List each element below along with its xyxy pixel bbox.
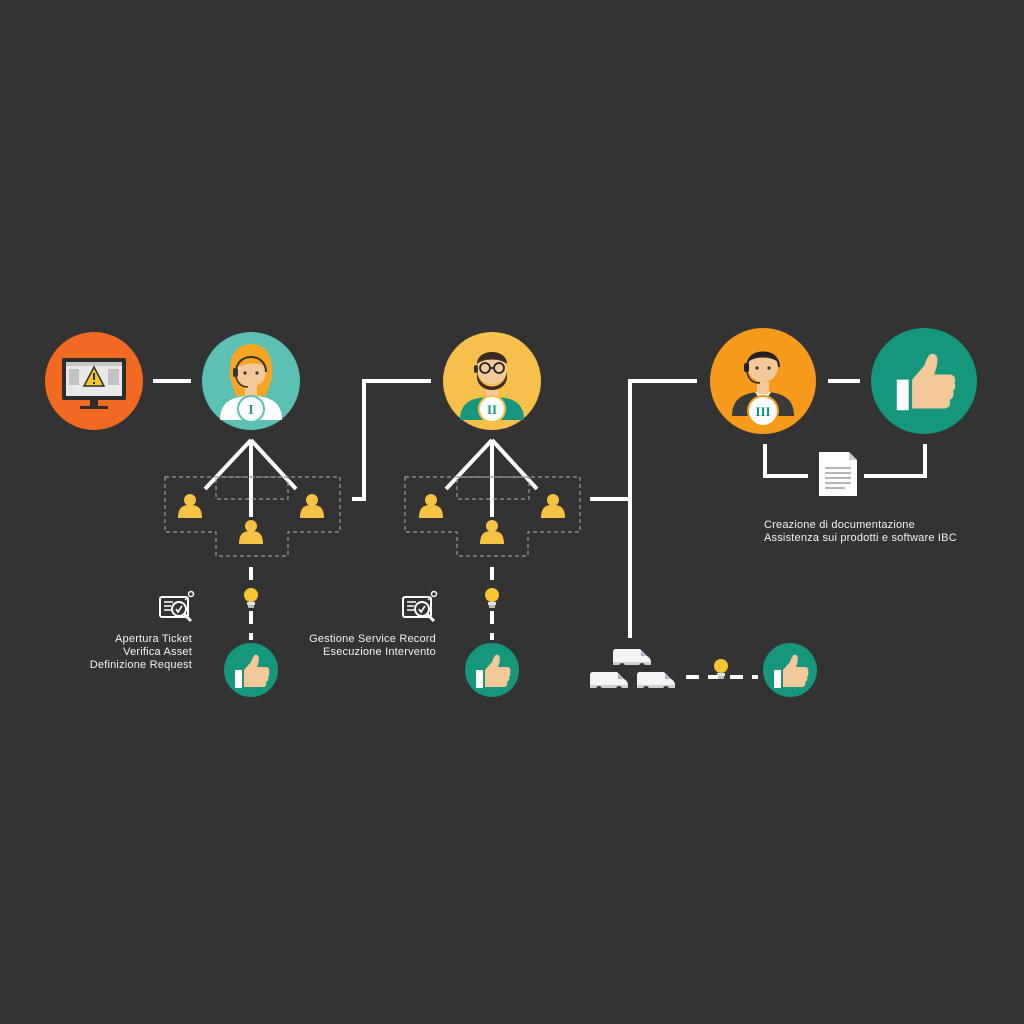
level-1-caption: Apertura Ticket Verifica Asset Definizio… (90, 633, 192, 672)
field-service-vans (590, 649, 675, 692)
level-badge (478, 395, 506, 423)
user-icon (480, 520, 504, 544)
level-badge (237, 395, 265, 423)
van-icon (590, 672, 628, 692)
resolution-node (871, 328, 977, 434)
monitor-warning-icon (62, 358, 126, 409)
monitor-node (45, 332, 143, 430)
lightbulb-icon (485, 588, 499, 608)
magnifier-report-icon (401, 590, 438, 623)
level-3-caption: Creazione di documentazione Assistenza s… (764, 519, 957, 545)
headset-agent-icon (460, 352, 524, 420)
caption-line: Gestione Service Record (309, 633, 436, 645)
team-group-outlines (164, 476, 581, 557)
caption-line: Esecuzione Intervento (322, 646, 436, 658)
level-badge-label: III (755, 404, 770, 419)
van-icon (613, 649, 651, 669)
level-badge-label: I (248, 403, 253, 418)
connector-lines (153, 379, 927, 638)
van-icon (637, 672, 675, 692)
magnifier-report-icon (158, 590, 195, 623)
caption-line: Creazione di documentazione (764, 519, 915, 531)
user-icon (300, 494, 324, 518)
level-3-agent-node: III (710, 328, 816, 434)
caption-line: Apertura Ticket (115, 633, 192, 645)
document-icon (819, 452, 857, 496)
caption-line: Definizione Request (89, 659, 192, 671)
user-icon (178, 494, 202, 518)
level-1-success (224, 643, 278, 697)
level-1-agent-node: I (202, 332, 300, 430)
user-icon (419, 494, 443, 518)
caption-line: Assistenza sui prodotti e software IBC (764, 532, 957, 544)
dashed-links (249, 567, 758, 679)
caption-line: Verifica Asset (123, 646, 192, 658)
level-2-success (465, 643, 519, 697)
level-badge (747, 395, 779, 427)
lightbulb-icon (244, 588, 258, 608)
level-2-caption: Gestione Service Record Esecuzione Inter… (309, 633, 436, 659)
level-2-agent-node: II (443, 332, 541, 430)
field-success (763, 643, 817, 697)
level-badge-label: II (487, 402, 497, 417)
user-icon (239, 520, 263, 544)
user-icon (541, 494, 565, 518)
